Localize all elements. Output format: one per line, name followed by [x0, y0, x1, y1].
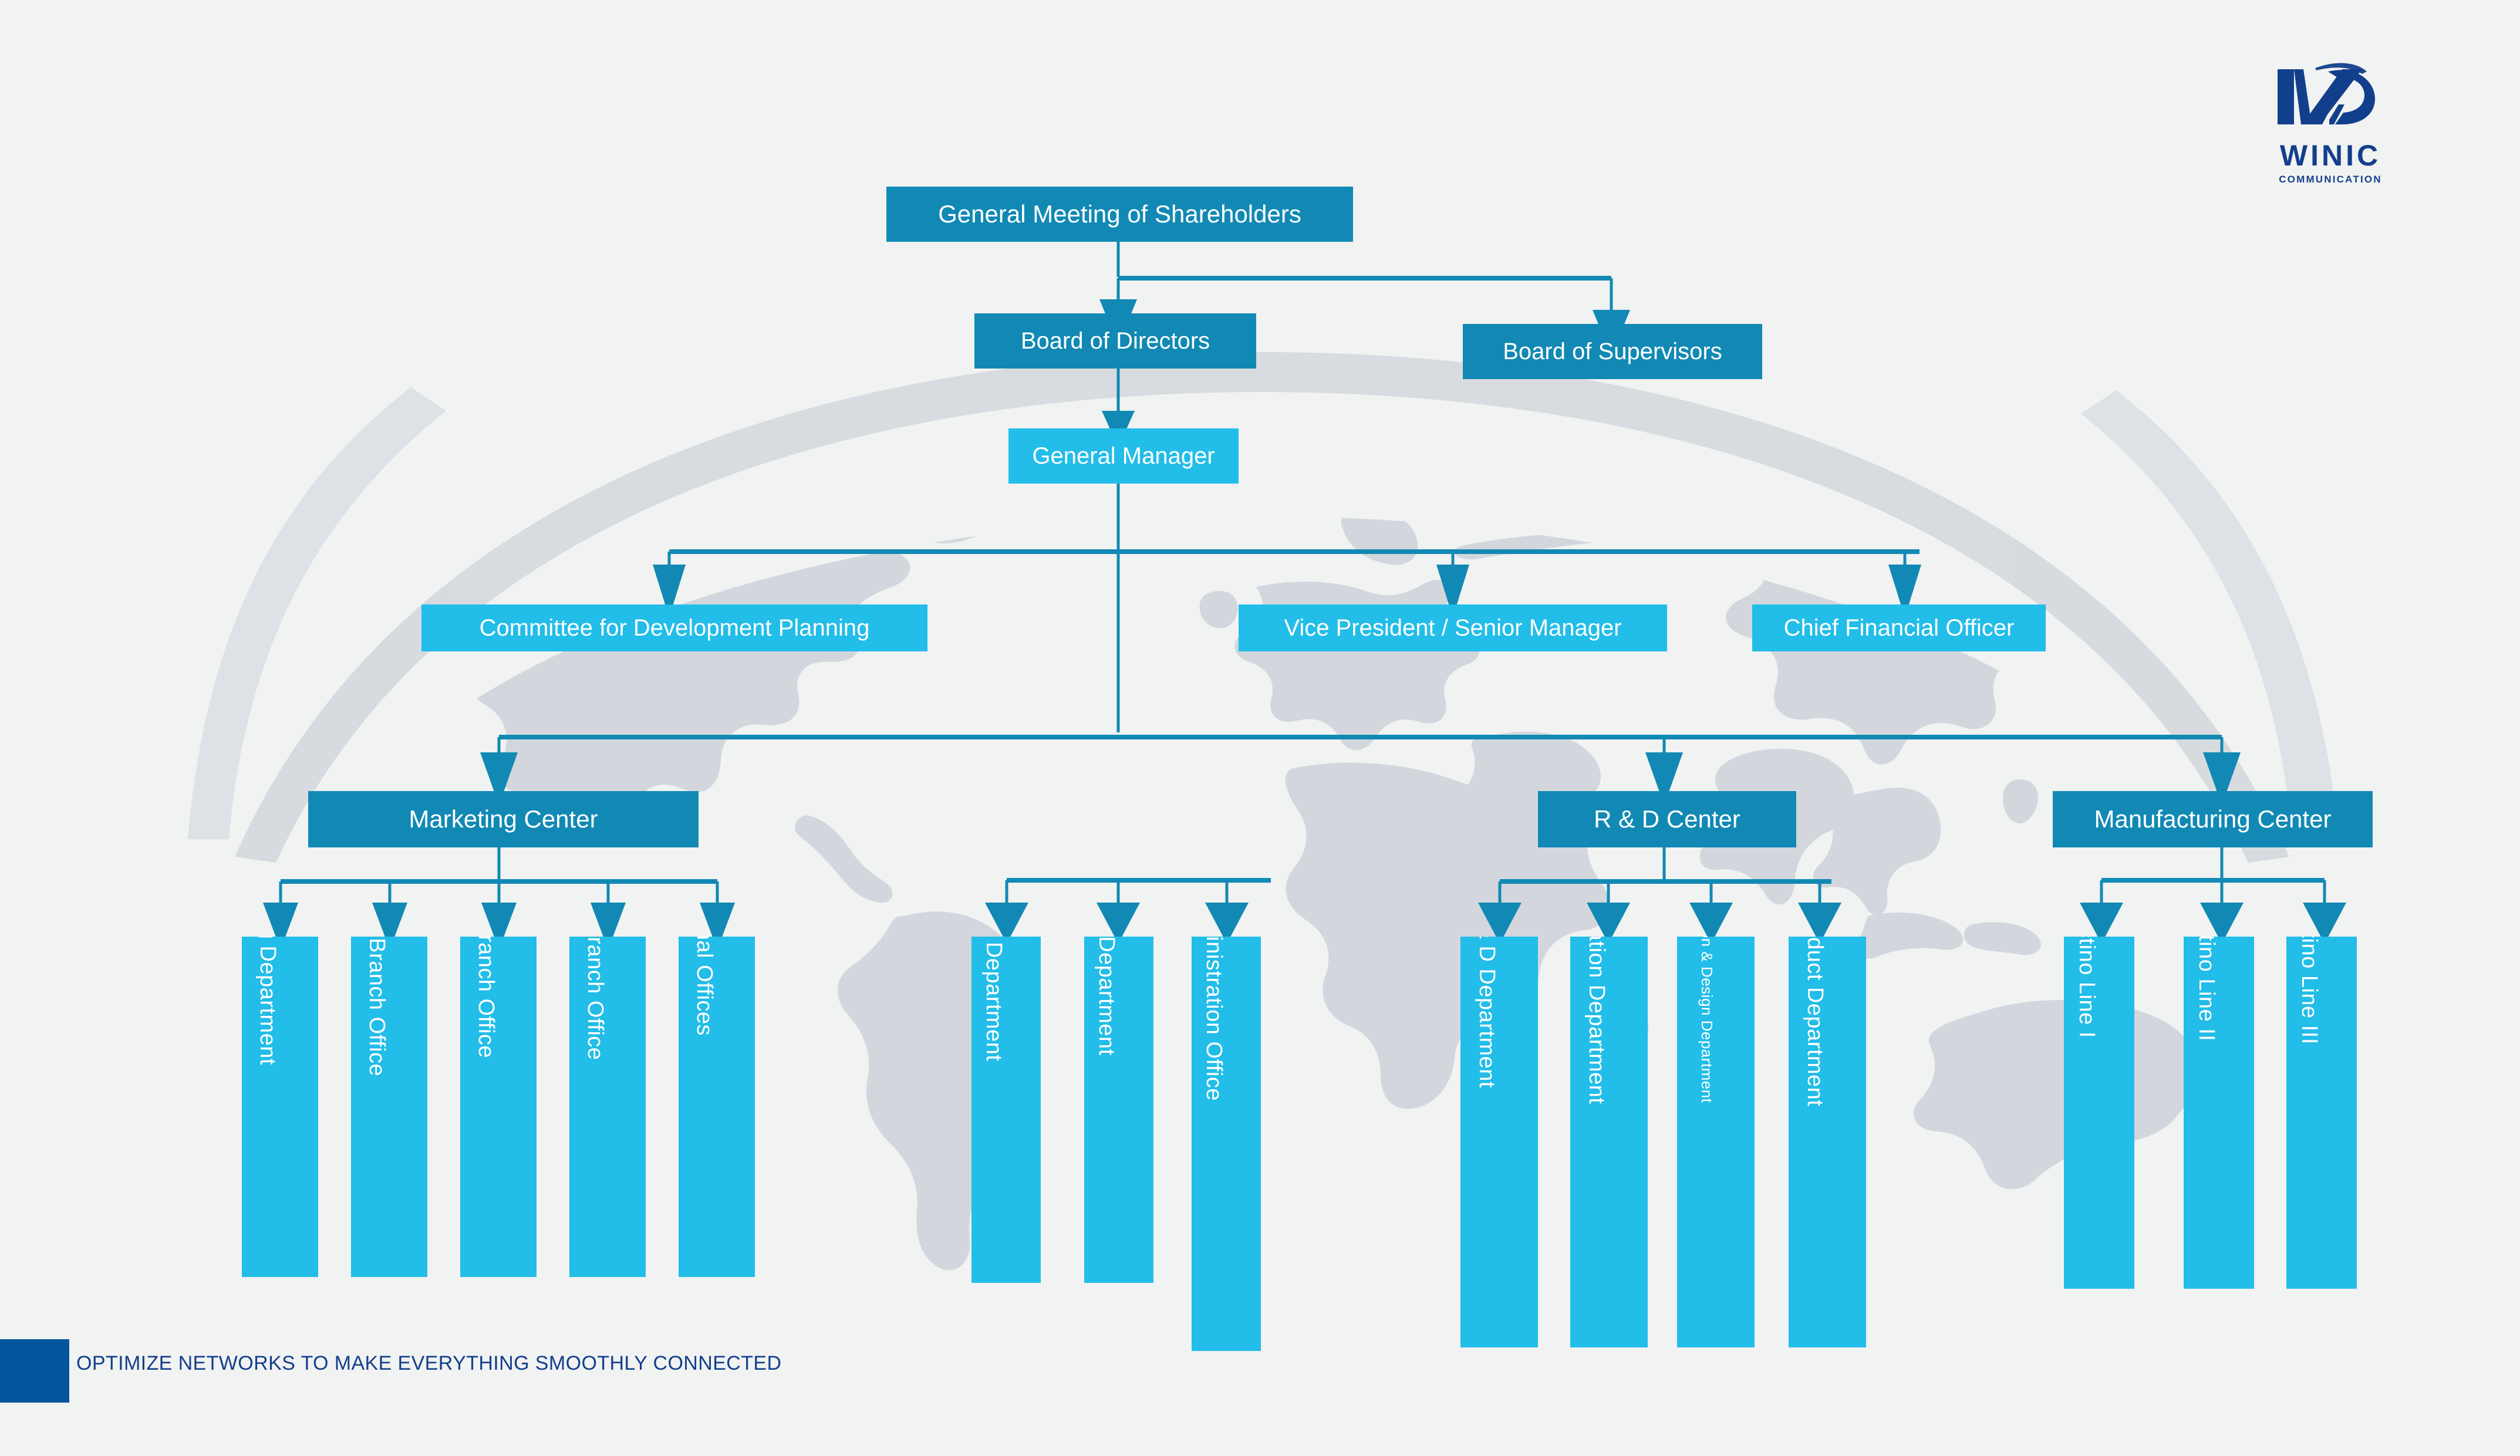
brand-logo: WINIC COMMUNICATION: [2254, 59, 2407, 185]
leaf-product-rd-department[interactable]: Product R & D Department: [1460, 937, 1538, 1347]
footer-color-swatch: [0, 1339, 69, 1403]
brand-subwordmark: COMMUNICATION: [2279, 174, 2382, 185]
footer-tagline: OPTIMIZE NETWORKS TO MAKE EVERYTHING SMO…: [76, 1352, 782, 1374]
leaf-hangzhou-branch-office[interactable]: Hangzhou Branch Office: [351, 937, 427, 1277]
leaf-jinhua-branch-office[interactable]: Jinhua Branch Office: [460, 937, 537, 1277]
node-rd-center[interactable]: R & D Center: [1538, 791, 1796, 847]
leaf-label: Marketing Department: [255, 937, 280, 1065]
leaf-business-department[interactable]: Business Department: [971, 937, 1041, 1283]
leaf-label: Network Optimization & Design Department: [1698, 937, 1716, 1103]
leaf-label: Overseas Product Department: [1803, 937, 1827, 1107]
leaf-finance-department[interactable]: Finance Department: [1084, 937, 1153, 1283]
leaf-general-administration-office[interactable]: General Administration Office: [1192, 937, 1261, 1351]
leaf-productino-line-2[interactable]: Productino Line II: [2184, 937, 2254, 1289]
leaf-label: General Administration Office: [1202, 937, 1226, 1102]
leaf-label: Regional Offices: [692, 937, 717, 1036]
leaf-label: Jinhua Branch Office: [474, 937, 498, 1059]
leaf-label: Smart Application Department: [1584, 937, 1609, 1104]
leaf-jiaxing-branch-office[interactable]: Jiaxing Branch Office: [569, 937, 646, 1277]
leaf-label: Productino Line III: [2297, 937, 2322, 1045]
leaf-label: Productino Line II: [2194, 937, 2219, 1042]
leaf-label: Productino Line I: [2074, 937, 2099, 1038]
leaf-productino-line-3[interactable]: Productino Line III: [2286, 937, 2357, 1289]
node-marketing-center[interactable]: Marketing Center: [308, 791, 699, 847]
node-board-of-supervisors[interactable]: Board of Supervisors: [1463, 324, 1762, 379]
node-general-meeting-of-shareholders[interactable]: General Meeting of Shareholders: [886, 187, 1353, 242]
leaf-label: Business Department: [981, 937, 1006, 1062]
leaf-marketing-department[interactable]: Marketing Department: [242, 937, 318, 1277]
leaf-productino-line-1[interactable]: Productino Line I: [2064, 937, 2134, 1289]
node-committee-for-development-planning[interactable]: Committee for Development Planning: [421, 604, 927, 651]
node-chief-financial-officer[interactable]: Chief Financial Officer: [1752, 604, 2046, 651]
brand-wordmark: WINIC: [2279, 139, 2381, 172]
leaf-label: Hangzhou Branch Office: [365, 937, 389, 1077]
winic-logo-icon: [2278, 63, 2375, 124]
leaf-network-optimization-design-department[interactable]: Network Optimization & Design Department: [1677, 937, 1755, 1347]
node-board-of-directors[interactable]: Board of Directors: [974, 313, 1256, 369]
leaf-smart-application-department[interactable]: Smart Application Department: [1570, 937, 1648, 1347]
leaf-overseas-product-department[interactable]: Overseas Product Department: [1789, 937, 1866, 1347]
leaf-regional-offices[interactable]: Regional Offices: [679, 937, 755, 1277]
leaf-label: Jiaxing Branch Office: [583, 937, 608, 1060]
node-manufacturing-center[interactable]: Manufacturing Center: [2053, 791, 2373, 847]
leaf-label: Finance Department: [1094, 937, 1119, 1056]
node-general-manager[interactable]: General Manager: [1008, 428, 1239, 484]
node-vice-president-senior-manager[interactable]: Vice President / Senior Manager: [1239, 604, 1667, 651]
leaf-label: Product R & D Department: [1475, 937, 1499, 1088]
